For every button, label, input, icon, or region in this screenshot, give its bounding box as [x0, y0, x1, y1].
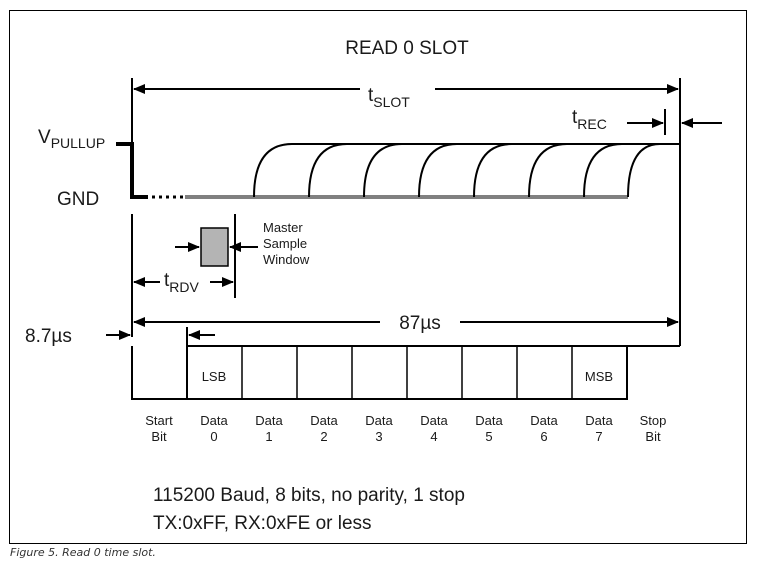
bit-label-d7-2: 7: [595, 429, 602, 444]
uart-start-bit: [131, 346, 187, 400]
bit-label-d4-2: 4: [430, 429, 437, 444]
bit-label-d3-1: Data: [365, 413, 393, 428]
bit-label-d1-1: Data: [255, 413, 283, 428]
msb-label: MSB: [585, 369, 613, 384]
uart-bit-dividers: [241, 346, 573, 399]
bit-label-d2-1: Data: [310, 413, 338, 428]
sample-window-box: [200, 227, 229, 267]
duration-label: 87µs: [399, 313, 441, 334]
gnd-label: GND: [57, 189, 99, 210]
vpullup-label: VPULLUP: [38, 127, 105, 151]
bit-label-start-1: Start: [145, 413, 173, 428]
diagram-frame: READ 0 SLOT tSLOT tREC VPULLUP GND: [9, 10, 747, 544]
bit-label-d0-2: 0: [210, 429, 217, 444]
bit-label-stop-1: Stop: [640, 413, 667, 428]
trec-main: t: [572, 107, 578, 128]
trec-label: tREC: [572, 107, 607, 132]
start-offset-label: 8.7µs: [25, 326, 72, 347]
uart-config-line1: 115200 Baud, 8 bits, no parity, 1 stop: [153, 485, 465, 506]
lsb-label: LSB: [202, 369, 227, 384]
bit-label-d3-2: 3: [375, 429, 382, 444]
bit-label-d6-1: Data: [530, 413, 558, 428]
vpullup-sub: PULLUP: [51, 135, 105, 151]
tslot-main: t: [368, 85, 374, 106]
figure-caption: Figure 5. Read 0 time slot.: [10, 546, 156, 559]
waveform-pulldown: [116, 142, 148, 199]
diagram-title: READ 0 SLOT: [345, 38, 469, 59]
bit-label-d4-1: Data: [420, 413, 448, 428]
bit-label-d5-1: Data: [475, 413, 503, 428]
bit-label-d2-2: 2: [320, 429, 327, 444]
bit-label-d7-1: Data: [585, 413, 613, 428]
trdv-sub: RDV: [169, 279, 199, 295]
bit-label-stop-2: Bit: [645, 429, 661, 444]
master-window-line3: Window: [263, 252, 310, 267]
vpullup-main: V: [38, 127, 51, 148]
trdv-label: tRDV: [164, 270, 200, 295]
tslot-sub: SLOT: [373, 94, 410, 110]
tslot-label: tSLOT: [368, 85, 410, 110]
bit-label-d5-2: 5: [485, 429, 492, 444]
bit-label-d6-2: 6: [540, 429, 547, 444]
bit-label-start-2: Bit: [151, 429, 167, 444]
master-window-line1: Master: [263, 220, 303, 235]
recovery-arcs: [253, 143, 661, 198]
trec-sub: REC: [577, 116, 607, 132]
timing-diagram: READ 0 SLOT tSLOT tREC VPULLUP GND: [25, 38, 722, 444]
trdv-main: t: [164, 270, 170, 291]
bit-labels: Start Bit Data 0 Data 1 Data 2 Data 3 Da…: [145, 413, 666, 444]
bit-label-d0-1: Data: [200, 413, 228, 428]
uart-config-line2: TX:0xFF, RX:0xFE or less: [153, 513, 372, 534]
bit-label-d1-2: 1: [265, 429, 272, 444]
master-window-line2: Sample: [263, 236, 307, 251]
